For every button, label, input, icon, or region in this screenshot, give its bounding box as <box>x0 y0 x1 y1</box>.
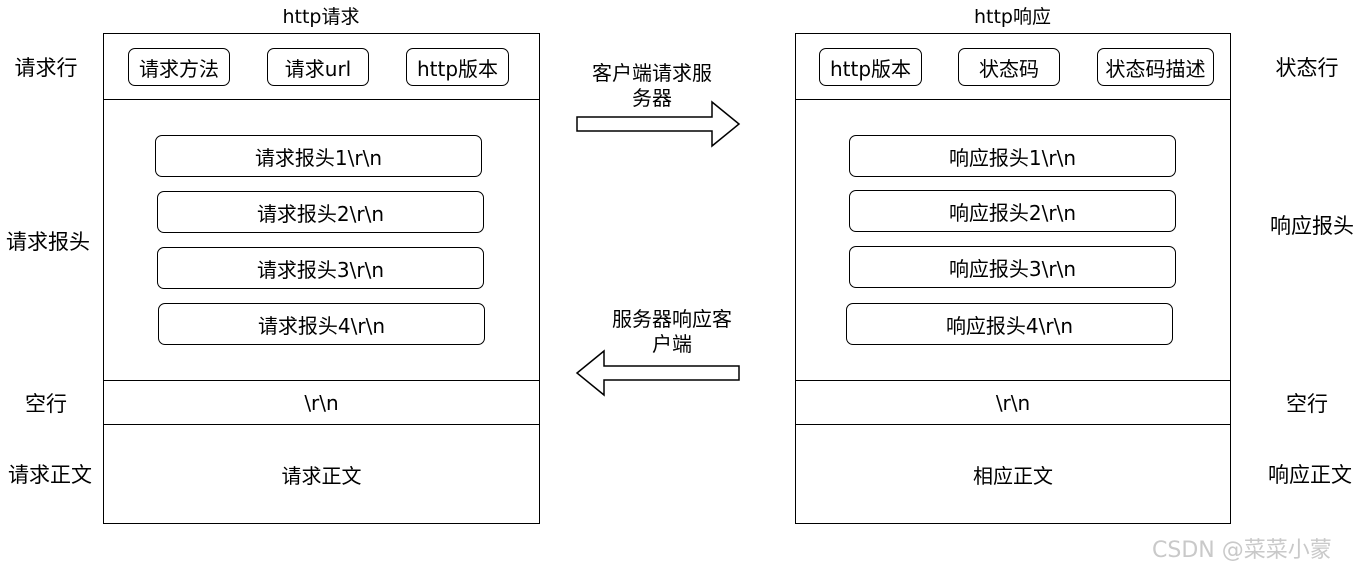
request-header-3: 请求报头3\r\n <box>157 247 484 289</box>
request-divider-2 <box>103 380 540 381</box>
status-code-box: 状态码 <box>958 48 1060 86</box>
response-header-2: 响应报头2\r\n <box>849 190 1176 232</box>
response-version-box: http版本 <box>819 48 922 86</box>
request-header-4: 请求报头4\r\n <box>158 303 485 345</box>
status-description-box: 状态码描述 <box>1097 48 1214 86</box>
response-header-4: 响应报头4\r\n <box>846 303 1173 345</box>
response-header-3: 响应报头3\r\n <box>849 246 1176 288</box>
response-headers-label: 响应报头 <box>1270 214 1354 238</box>
request-method-box: 请求方法 <box>128 48 230 86</box>
request-version-box: http版本 <box>406 48 509 86</box>
watermark: CSDN @菜菜小蒙 <box>1152 538 1332 563</box>
response-body-label: 响应正文 <box>1268 463 1352 487</box>
to-client-label-line2: 户端 <box>652 332 692 356</box>
request-url-box: 请求url <box>267 48 369 86</box>
request-divider-1 <box>103 99 540 100</box>
response-divider-2 <box>795 380 1231 381</box>
response-header-1: 响应报头1\r\n <box>849 135 1176 177</box>
response-body: 相应正文 <box>973 464 1053 488</box>
request-blank-line: \r\n <box>304 391 339 415</box>
response-blank-line: \r\n <box>995 391 1031 415</box>
request-blank-line-label: 空行 <box>25 392 67 416</box>
request-body: 请求正文 <box>281 464 362 488</box>
request-body-label: 请求正文 <box>8 463 92 487</box>
request-header-2: 请求报头2\r\n <box>157 191 484 233</box>
request-headers-label: 请求报头 <box>6 230 90 254</box>
response-divider-3 <box>795 424 1231 425</box>
left-arrow-icon <box>575 349 740 397</box>
to-server-label-line1: 客户端请求服 <box>592 61 712 85</box>
response-title: http响应 <box>973 6 1051 28</box>
request-title: http请求 <box>282 6 360 28</box>
right-arrow-icon <box>576 100 741 148</box>
request-divider-3 <box>103 424 540 425</box>
request-header-1: 请求报头1\r\n <box>155 135 482 177</box>
response-divider-1 <box>795 99 1231 100</box>
status-line-label: 状态行 <box>1275 56 1339 80</box>
to-server-label-line2: 务器 <box>632 86 672 110</box>
to-client-label-line1: 服务器响应客 <box>612 307 732 331</box>
request-line-label: 请求行 <box>14 56 78 80</box>
response-blank-line-label: 空行 <box>1286 392 1328 416</box>
